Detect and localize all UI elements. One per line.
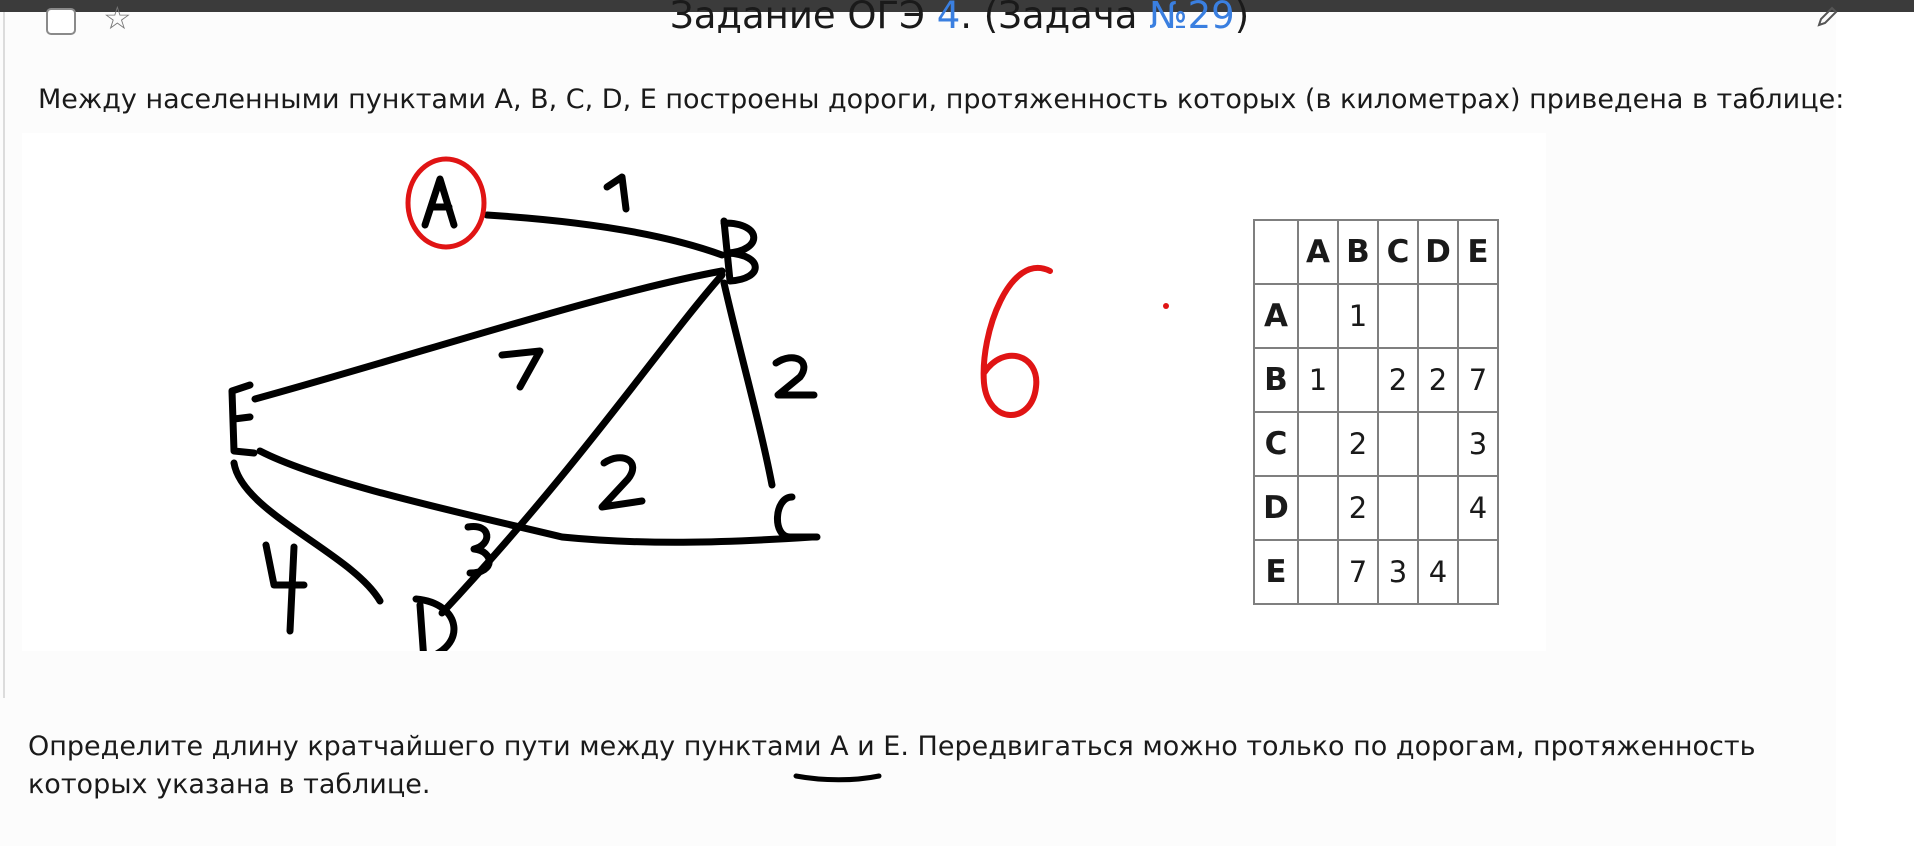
weight-2-bc	[772, 354, 818, 399]
question-points: A и E	[830, 731, 901, 762]
answer-digit	[980, 265, 1053, 418]
question-text: Определите длину кратчайшего пути между …	[28, 728, 1828, 804]
table-cell	[1297, 539, 1339, 605]
table-cell: 2	[1337, 411, 1379, 477]
question-after: . Передвигаться можно только по дорогам,…	[28, 731, 1756, 800]
distance-table: A B C D E A 1 B 1 2 2 7 C 2 3 D 2 4 E	[1253, 219, 1499, 605]
problem-number-link[interactable]: №29	[1149, 0, 1235, 37]
weight-2-bd	[598, 454, 646, 511]
top-bar	[0, 0, 1914, 12]
table-cell	[1297, 411, 1339, 477]
column-header: C	[1377, 219, 1419, 285]
row-header: C	[1253, 411, 1299, 477]
column-header: E	[1457, 219, 1499, 285]
task-number-link[interactable]: 4	[936, 0, 961, 37]
title-suffix: )	[1234, 0, 1250, 37]
table-cell	[1417, 283, 1459, 349]
edge-b-c	[720, 279, 776, 489]
row-header: A	[1253, 283, 1299, 349]
node-e-letter	[228, 381, 258, 457]
table-cell: 2	[1377, 347, 1419, 413]
edge-e-c	[256, 447, 816, 546]
node-b-letter	[720, 217, 759, 285]
table-cell: 1	[1297, 347, 1339, 413]
node-a-letter	[421, 175, 458, 229]
table-row: B 1 2 2 7	[1253, 347, 1499, 413]
table-cell: 4	[1417, 539, 1459, 605]
column-header: A	[1297, 219, 1339, 285]
table-cell	[1337, 347, 1379, 413]
title-middle: . (Задача	[960, 0, 1150, 37]
table-row: E 7 3 4	[1253, 539, 1499, 605]
edge-e-d	[230, 459, 384, 605]
node-d-letter	[412, 595, 458, 651]
checkbox-icon[interactable]	[46, 8, 76, 35]
star-icon[interactable]: ☆	[103, 0, 132, 37]
row-header: E	[1253, 539, 1299, 605]
table-row: C 2 3	[1253, 411, 1499, 477]
column-header: B	[1337, 219, 1379, 285]
column-header: D	[1417, 219, 1459, 285]
table-cell: 4	[1457, 475, 1499, 541]
table-cell: 2	[1337, 475, 1379, 541]
table-row: D 2 4	[1253, 475, 1499, 541]
edge-e-b	[251, 267, 726, 403]
table-cell	[1377, 475, 1419, 541]
edge-b-d	[438, 271, 726, 617]
question-before: Определите длину кратчайшего пути между …	[28, 731, 831, 762]
edge-a-b	[483, 211, 726, 259]
left-border	[3, 12, 5, 698]
pencil-icon[interactable]	[1816, 6, 1838, 28]
table-header-row: A B C D E	[1253, 219, 1499, 285]
graph-drawing	[228, 156, 1169, 651]
red-dot	[1163, 303, 1169, 309]
table-cell: 3	[1377, 539, 1419, 605]
table-cell: 7	[1337, 539, 1379, 605]
table-cell	[1377, 283, 1419, 349]
table-cell	[1297, 475, 1339, 541]
table-cell	[1417, 411, 1459, 477]
table-cell: 3	[1457, 411, 1499, 477]
row-header: B	[1253, 347, 1299, 413]
weight-1	[603, 173, 630, 213]
table-cell: 2	[1417, 347, 1459, 413]
page-title: Задание ОГЭ 4. (Задача №29)	[670, 0, 1249, 38]
title-prefix: Задание ОГЭ	[670, 0, 937, 37]
row-header: D	[1253, 475, 1299, 541]
table-cell	[1297, 283, 1339, 349]
table-cell	[1457, 283, 1499, 349]
weight-7	[498, 347, 544, 391]
table-row: A 1	[1253, 283, 1499, 349]
node-c-letter	[774, 493, 821, 541]
right-margin	[1836, 12, 1914, 846]
problem-figure	[22, 133, 1546, 651]
table-cell: 7	[1457, 347, 1499, 413]
node-a-highlight	[405, 156, 487, 250]
handwritten-underline	[793, 773, 882, 783]
intro-text: Между населенными пунктами A, B, C, D, E…	[38, 84, 1845, 115]
table-cell	[1417, 475, 1459, 541]
weight-4	[262, 541, 308, 635]
table-cell: 1	[1337, 283, 1379, 349]
table-cell	[1457, 539, 1499, 605]
weight-3	[464, 523, 493, 577]
table-corner-cell	[1253, 219, 1299, 285]
table-cell	[1377, 411, 1419, 477]
